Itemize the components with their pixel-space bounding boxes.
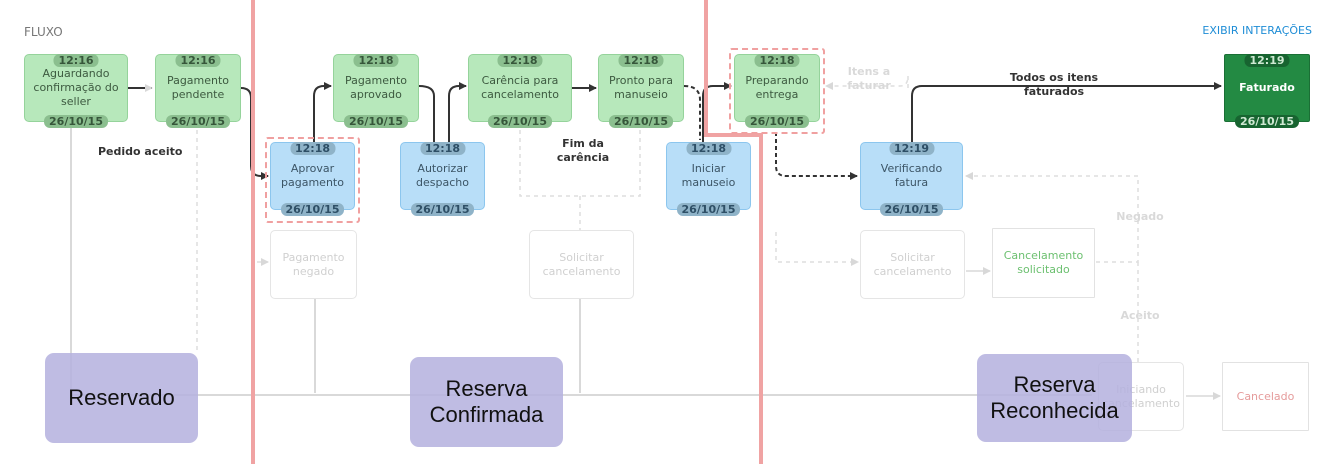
node-label: Verificando fatura xyxy=(880,162,943,189)
selection-frame-aprovar-pagamento xyxy=(265,137,360,223)
node-label: Preparando entrega xyxy=(745,74,809,101)
flow-node-iniciar-manuseio[interactable]: 12:18 Iniciar manuseio 26/10/15 xyxy=(666,142,751,216)
node-time-badge: 12:18 xyxy=(618,54,664,67)
node-time-badge: 12:18 xyxy=(419,142,466,155)
flow-node-aguardando-confirmacao[interactable]: 12:16 Aguardando confirmação do seller 2… xyxy=(24,54,128,128)
node-date-badge: 26/10/15 xyxy=(745,115,809,128)
node-label: Iniciar manuseio xyxy=(681,162,736,189)
flow-node-pagamento-aprovado[interactable]: 12:18 Pagamento aprovado 26/10/15 xyxy=(333,54,419,128)
node-label: Cancelado xyxy=(1236,389,1295,403)
flow-node-pronto-para-manuseio[interactable]: 12:18 Pronto para manuseio 26/10/15 xyxy=(598,54,684,128)
selection-frame-preparando-entrega xyxy=(729,48,825,134)
node-label: Pagamento aprovado xyxy=(344,74,408,101)
flow-node-pagamento-pendente[interactable]: 12:16 Pagamento pendente 26/10/15 xyxy=(155,54,241,128)
node-date-badge: 26/10/15 xyxy=(609,115,673,128)
show-interactions-link[interactable]: EXIBIR INTERAÇÕES xyxy=(1202,24,1312,37)
node-label: Pagamento negado xyxy=(282,250,345,278)
node-date-badge: 26/10/15 xyxy=(1235,115,1299,128)
edge-label-fim-da-carencia: Fim da carência xyxy=(556,137,610,164)
edge-label-pedido-aceito: Pedido aceito xyxy=(98,145,183,158)
node-time-badge: 12:16 xyxy=(175,54,221,67)
flow-node-aprovar-pagamento[interactable]: 12:18 Aprovar pagamento 26/10/15 xyxy=(270,142,355,216)
node-date-badge: 26/10/15 xyxy=(410,203,475,216)
node-label: Aguardando confirmação do seller xyxy=(33,67,119,108)
stage-divider-2-connector xyxy=(704,133,762,137)
node-time-badge: 12:18 xyxy=(754,54,800,67)
node-label: Faturado xyxy=(1239,81,1295,94)
node-date-badge: 26/10/15 xyxy=(879,203,944,216)
node-label: Carência para cancelamento xyxy=(481,74,559,101)
node-label: Pronto para manuseio xyxy=(609,74,673,101)
node-label: Cancelamento solicitado xyxy=(1003,249,1084,276)
flow-node-faturado[interactable]: 12:19 Faturado 26/10/15 xyxy=(1224,54,1310,128)
node-date-badge: 26/10/15 xyxy=(344,115,408,128)
edge-label-negado: Negado xyxy=(1116,210,1164,223)
stage-divider-1 xyxy=(251,0,255,464)
node-label: Solicitar cancelamento xyxy=(542,250,621,278)
flow-node-solicitar-cancelamento-2[interactable]: Solicitar cancelamento xyxy=(860,230,965,299)
flow-node-preparando-entrega[interactable]: 12:18 Preparando entrega 26/10/15 xyxy=(734,54,820,128)
node-time-badge: 12:19 xyxy=(888,142,935,155)
page-title: FLUXO xyxy=(24,25,63,39)
phase-reserva-reconhecida: Reserva Reconhecida xyxy=(977,354,1132,442)
node-time-badge: 12:18 xyxy=(289,142,336,155)
stage-divider-3 xyxy=(759,133,763,464)
phase-reservado: Reservado xyxy=(45,353,198,443)
flow-node-pagamento-negado[interactable]: Pagamento negado xyxy=(270,230,357,299)
flow-node-cancelamento-solicitado[interactable]: Cancelamento solicitado xyxy=(992,228,1095,298)
edge-label-todos-itens-faturados: Todos os itens faturados xyxy=(1009,71,1099,98)
node-date-badge: 26/10/15 xyxy=(166,115,230,128)
node-time-badge: 12:18 xyxy=(685,142,732,155)
stage-divider-2 xyxy=(704,0,708,136)
node-label: Aprovar pagamento xyxy=(281,162,344,189)
node-date-badge: 26/10/15 xyxy=(488,115,552,128)
node-time-badge: 12:16 xyxy=(53,54,99,67)
edge-label-aceito: Aceito xyxy=(1120,309,1160,322)
phase-reserva-confirmada: Reserva Confirmada xyxy=(410,357,563,447)
flow-node-carencia-cancelamento[interactable]: 12:18 Carência para cancelamento 26/10/1… xyxy=(468,54,572,128)
node-date-badge: 26/10/15 xyxy=(280,203,345,216)
flow-node-cancelado[interactable]: Cancelado xyxy=(1222,362,1309,431)
node-date-badge: 26/10/15 xyxy=(44,115,108,128)
node-date-badge: 26/10/15 xyxy=(676,203,741,216)
flow-node-solicitar-cancelamento-1[interactable]: Solicitar cancelamento xyxy=(529,230,634,299)
node-time-badge: 12:18 xyxy=(497,54,543,67)
node-time-badge: 12:19 xyxy=(1244,54,1290,67)
node-label: Solicitar cancelamento xyxy=(873,250,952,278)
node-label: Autorizar despacho xyxy=(416,162,469,189)
flow-node-verificando-fatura[interactable]: 12:19 Verificando fatura 26/10/15 xyxy=(860,142,963,216)
flow-node-autorizar-despacho[interactable]: 12:18 Autorizar despacho 26/10/15 xyxy=(400,142,485,216)
node-time-badge: 12:18 xyxy=(353,54,399,67)
edge-label-itens-a-faturar: Itens a faturar xyxy=(847,65,891,92)
node-label: Pagamento pendente xyxy=(166,74,230,101)
